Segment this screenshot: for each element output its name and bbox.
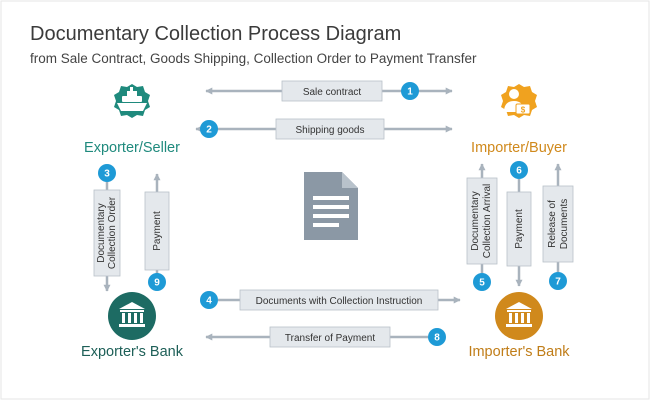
step-4-box bbox=[239, 289, 439, 311]
step-5-box bbox=[466, 177, 498, 265]
step-7-box bbox=[542, 185, 574, 263]
step-4-badge bbox=[200, 291, 218, 309]
page-subtitle: from Sale Contract, Goods Shipping, Coll… bbox=[30, 51, 477, 66]
step-7-badge bbox=[549, 272, 567, 290]
step-6-label: Payment bbox=[514, 209, 525, 249]
document-icon bbox=[304, 172, 358, 240]
step-1-box bbox=[281, 80, 383, 102]
step-5-collection-arrival: Documentary Collection Arrival 5 bbox=[466, 163, 498, 291]
step-3-collection-order: Documentary Collection Order 3 bbox=[93, 164, 121, 292]
step-6-payment: Payment 6 bbox=[506, 161, 532, 287]
step-4-documents: Documents with Collection Instruction 4 bbox=[200, 289, 461, 311]
step-4-label: Documents with Collection Instruction bbox=[256, 296, 423, 307]
step-5-label-line-2: Collection Arrival bbox=[482, 184, 493, 258]
step-6-box bbox=[506, 191, 532, 267]
ship-icon bbox=[117, 87, 147, 111]
step-9-label: Payment bbox=[152, 211, 163, 251]
importer-bank-label: Importer's Bank bbox=[468, 344, 570, 360]
step-9-badge bbox=[148, 273, 166, 291]
step-1-label: Sale contract bbox=[303, 87, 362, 98]
step-6-number: 6 bbox=[516, 166, 522, 177]
step-2-box bbox=[275, 118, 385, 140]
exporter-bank-circle bbox=[108, 292, 156, 340]
step-8-badge bbox=[428, 328, 446, 346]
bank-icon bbox=[119, 302, 145, 327]
step-2-badge bbox=[200, 120, 218, 138]
step-2-shipping-goods: Shipping goods 2 bbox=[195, 118, 453, 140]
exporter-bank-label: Exporter's Bank bbox=[81, 344, 184, 360]
step-8-transfer-of-payment: Transfer of Payment 8 bbox=[205, 326, 446, 348]
step-7-label-line-2: Documents bbox=[559, 199, 570, 250]
exporter-seller-node: Exporter/Seller bbox=[84, 84, 180, 156]
step-5-badge bbox=[473, 273, 491, 291]
step-3-label-line-1: Documentary bbox=[96, 203, 107, 262]
bank-icon bbox=[506, 302, 532, 327]
exporter-bank-node: Exporter's Bank bbox=[81, 292, 184, 360]
step-2-label: Shipping goods bbox=[296, 125, 365, 136]
importer-buyer-node: $ Importer/Buyer bbox=[471, 84, 567, 156]
step-5-label-line-1: Documentary bbox=[470, 191, 481, 250]
step-9-box bbox=[144, 191, 170, 271]
exporter-label: Exporter/Seller bbox=[84, 140, 180, 156]
step-4-number: 4 bbox=[206, 296, 212, 307]
step-1-number: 1 bbox=[407, 87, 413, 98]
step-8-box bbox=[269, 326, 391, 348]
step-2-number: 2 bbox=[206, 125, 212, 136]
importer-label: Importer/Buyer bbox=[471, 140, 567, 156]
step-3-number: 3 bbox=[104, 169, 110, 180]
step-3-box bbox=[93, 189, 121, 277]
step-5-number: 5 bbox=[479, 278, 485, 289]
step-8-number: 8 bbox=[434, 333, 440, 344]
svg-text:$: $ bbox=[521, 106, 526, 115]
step-3-badge bbox=[98, 164, 116, 182]
step-6-badge bbox=[510, 161, 528, 179]
step-3-label-line-2: Collection Order bbox=[107, 196, 118, 269]
step-9-payment: Payment 9 bbox=[144, 173, 170, 291]
step-9-number: 9 bbox=[154, 278, 160, 289]
importer-bank-node: Importer's Bank bbox=[468, 292, 570, 360]
buyer-icon: $ bbox=[504, 89, 531, 115]
step-1-badge bbox=[401, 82, 419, 100]
importer-bank-circle bbox=[495, 292, 543, 340]
step-8-label: Transfer of Payment bbox=[285, 333, 375, 344]
step-7-release-of-documents: Release of Documents 7 bbox=[542, 163, 574, 290]
step-1-sale-contract: Sale contract 1 bbox=[205, 80, 453, 102]
step-7-number: 7 bbox=[555, 277, 561, 288]
step-7-label-line-1: Release of bbox=[547, 200, 558, 248]
page-title: Documentary Collection Process Diagram bbox=[30, 23, 401, 45]
